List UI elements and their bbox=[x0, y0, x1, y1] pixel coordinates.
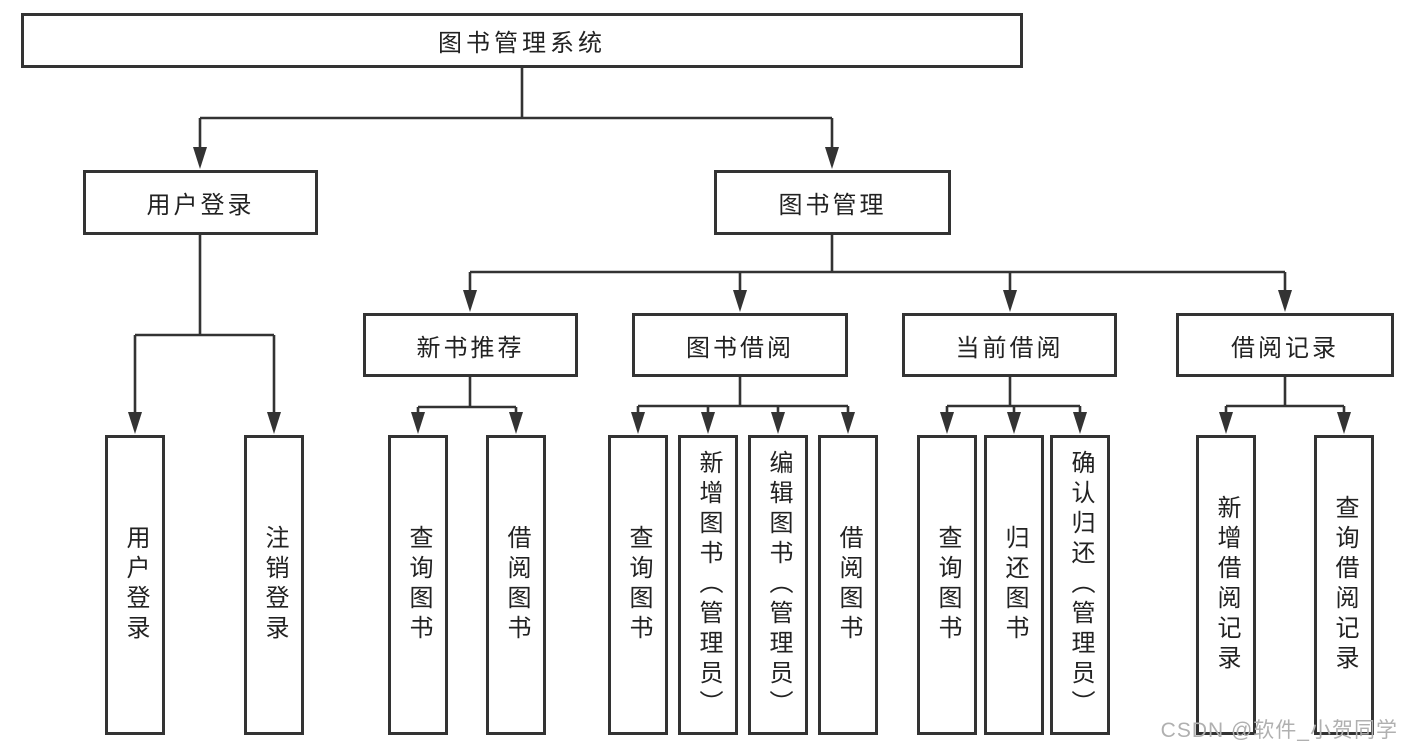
arrowhead bbox=[193, 147, 207, 169]
leaf-confirm-return-admin-label: 确认归还（管理员） bbox=[1067, 450, 1094, 720]
leaf-query-books-3: 查询图书 bbox=[917, 435, 977, 735]
leaf-user-login: 用户登录 bbox=[105, 435, 165, 735]
arrowhead bbox=[1219, 412, 1233, 434]
arrowheads bbox=[128, 147, 1351, 434]
arrowhead bbox=[631, 412, 645, 434]
arrowhead bbox=[701, 412, 715, 434]
node-new-book-recommend-label: 新书推荐 bbox=[416, 334, 525, 362]
arrowhead bbox=[1278, 290, 1292, 312]
leaf-query-borrow-record: 查询借阅记录 bbox=[1314, 435, 1374, 735]
node-borrow-records: 借阅记录 bbox=[1176, 313, 1394, 377]
node-borrow-records-label: 借阅记录 bbox=[1231, 334, 1339, 362]
leaf-add-books-admin: 新增图书（管理员） bbox=[678, 435, 738, 735]
arrowhead bbox=[1337, 412, 1351, 434]
node-book-management-label: 图书管理 bbox=[778, 192, 887, 219]
node-new-book-recommend: 新书推荐 bbox=[363, 313, 578, 377]
arrowhead bbox=[940, 412, 954, 434]
arrowhead bbox=[841, 412, 855, 434]
arrowhead bbox=[1007, 412, 1021, 434]
leaf-edit-books-admin: 编辑图书（管理员） bbox=[748, 435, 808, 735]
arrowhead bbox=[771, 412, 785, 434]
node-book-borrow: 图书借阅 bbox=[632, 313, 848, 377]
leaf-return-books: 归还图书 bbox=[984, 435, 1044, 735]
leaf-query-borrow-record-label: 查询借阅记录 bbox=[1331, 495, 1358, 675]
leaf-add-books-admin-label: 新增图书（管理员） bbox=[695, 450, 722, 720]
leaf-confirm-return-admin: 确认归还（管理员） bbox=[1050, 435, 1110, 735]
arrowhead bbox=[463, 290, 477, 312]
leaf-query-books-1: 查询图书 bbox=[388, 435, 448, 735]
leaf-borrow-books-1-label: 借阅图书 bbox=[503, 525, 530, 645]
arrowhead bbox=[825, 147, 839, 169]
node-current-borrow: 当前借阅 bbox=[902, 313, 1117, 377]
node-user-login-module-label: 用户登录 bbox=[146, 192, 255, 219]
node-root-label: 图书管理系统 bbox=[438, 30, 606, 57]
leaf-logout: 注销登录 bbox=[244, 435, 304, 735]
leaf-add-borrow-record-label: 新增借阅记录 bbox=[1213, 495, 1240, 675]
arrowhead bbox=[128, 412, 142, 434]
node-root: 图书管理系统 bbox=[21, 13, 1023, 68]
arrowhead bbox=[509, 412, 523, 434]
arrowhead bbox=[733, 290, 747, 312]
leaf-logout-label: 注销登录 bbox=[261, 525, 288, 645]
leaf-borrow-books-2-label: 借阅图书 bbox=[835, 525, 862, 645]
leaf-return-books-label: 归还图书 bbox=[1001, 525, 1028, 645]
node-book-management: 图书管理 bbox=[714, 170, 951, 235]
leaf-query-books-1-label: 查询图书 bbox=[405, 525, 432, 645]
leaf-query-books-3-label: 查询图书 bbox=[934, 525, 961, 645]
node-user-login-module: 用户登录 bbox=[83, 170, 318, 235]
arrowhead bbox=[267, 412, 281, 434]
arrowhead bbox=[1003, 290, 1017, 312]
node-current-borrow-label: 当前借阅 bbox=[955, 334, 1064, 362]
leaf-add-borrow-record: 新增借阅记录 bbox=[1196, 435, 1256, 735]
leaf-query-books-2: 查询图书 bbox=[608, 435, 668, 735]
csdn-watermark: CSDN @软件_小贺同学 bbox=[1160, 719, 1398, 742]
arrowhead bbox=[1073, 412, 1087, 434]
leaf-user-login-label: 用户登录 bbox=[122, 525, 149, 645]
arrowhead bbox=[411, 412, 425, 434]
leaf-borrow-books-2: 借阅图书 bbox=[818, 435, 878, 735]
leaf-query-books-2-label: 查询图书 bbox=[625, 525, 652, 645]
node-book-borrow-label: 图书借阅 bbox=[686, 334, 794, 362]
leaf-borrow-books-1: 借阅图书 bbox=[486, 435, 546, 735]
leaf-edit-books-admin-label: 编辑图书（管理员） bbox=[765, 450, 792, 720]
